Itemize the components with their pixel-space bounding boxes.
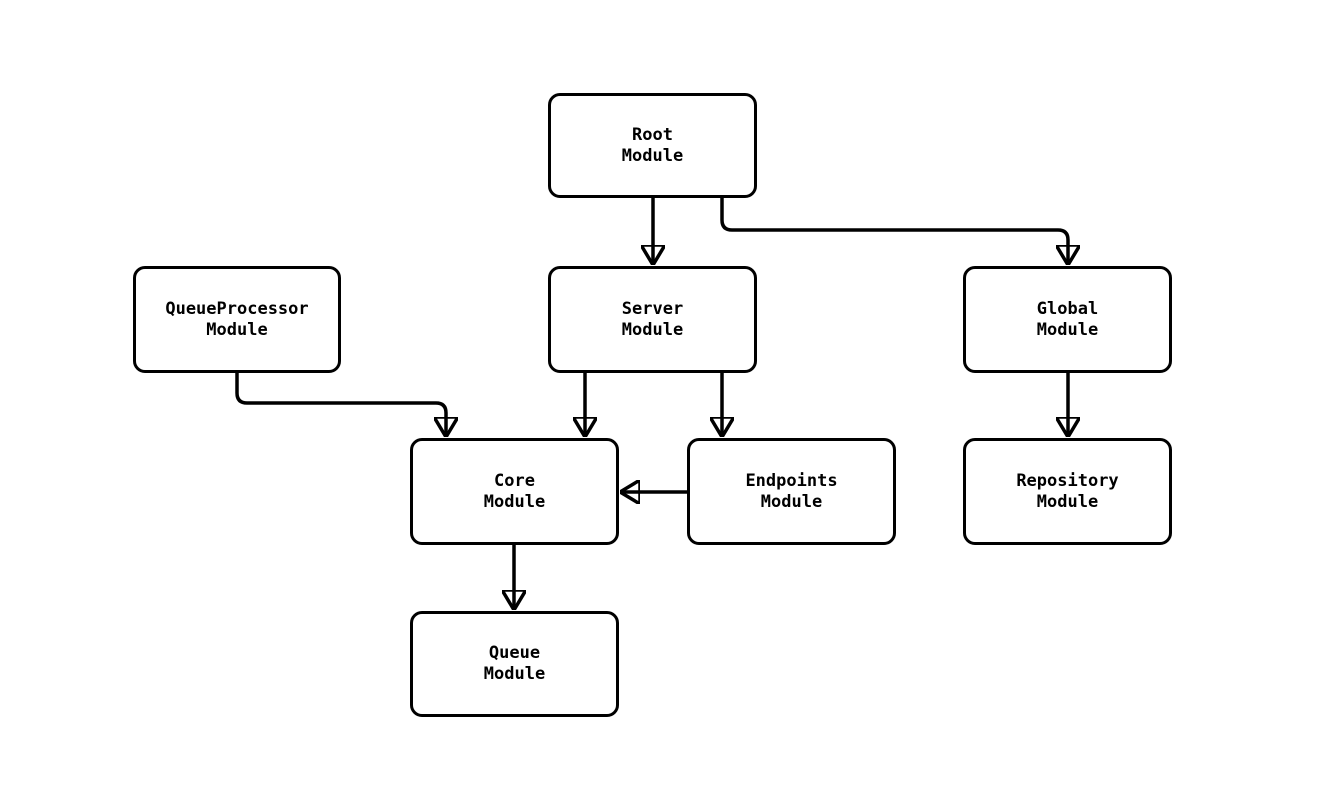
node-queueprocessor-module-label: QueueProcessor Module — [165, 298, 309, 340]
node-queueprocessor-module: QueueProcessor Module — [133, 266, 341, 373]
node-root-module-label: Root Module — [621, 124, 684, 166]
node-core-module: Core Module — [410, 438, 619, 545]
node-queue-module: Queue Module — [410, 611, 619, 717]
node-endpoints-module: Endpoints Module — [687, 438, 896, 545]
edge-queueprocessor-to-core — [235, 373, 446, 436]
node-server-module-label: Server Module — [621, 298, 684, 340]
node-global-module-label: Global Module — [1036, 298, 1099, 340]
node-core-module-label: Core Module — [483, 470, 546, 512]
node-server-module: Server Module — [548, 266, 757, 373]
node-global-module: Global Module — [963, 266, 1172, 373]
node-root-module: Root Module — [548, 93, 757, 198]
edge-root-to-global — [720, 198, 1068, 264]
node-repository-module-label: Repository Module — [1016, 470, 1119, 512]
node-queue-module-label: Queue Module — [483, 643, 546, 684]
node-endpoints-module-label: Endpoints Module — [745, 470, 838, 512]
node-repository-module: Repository Module — [963, 438, 1172, 545]
